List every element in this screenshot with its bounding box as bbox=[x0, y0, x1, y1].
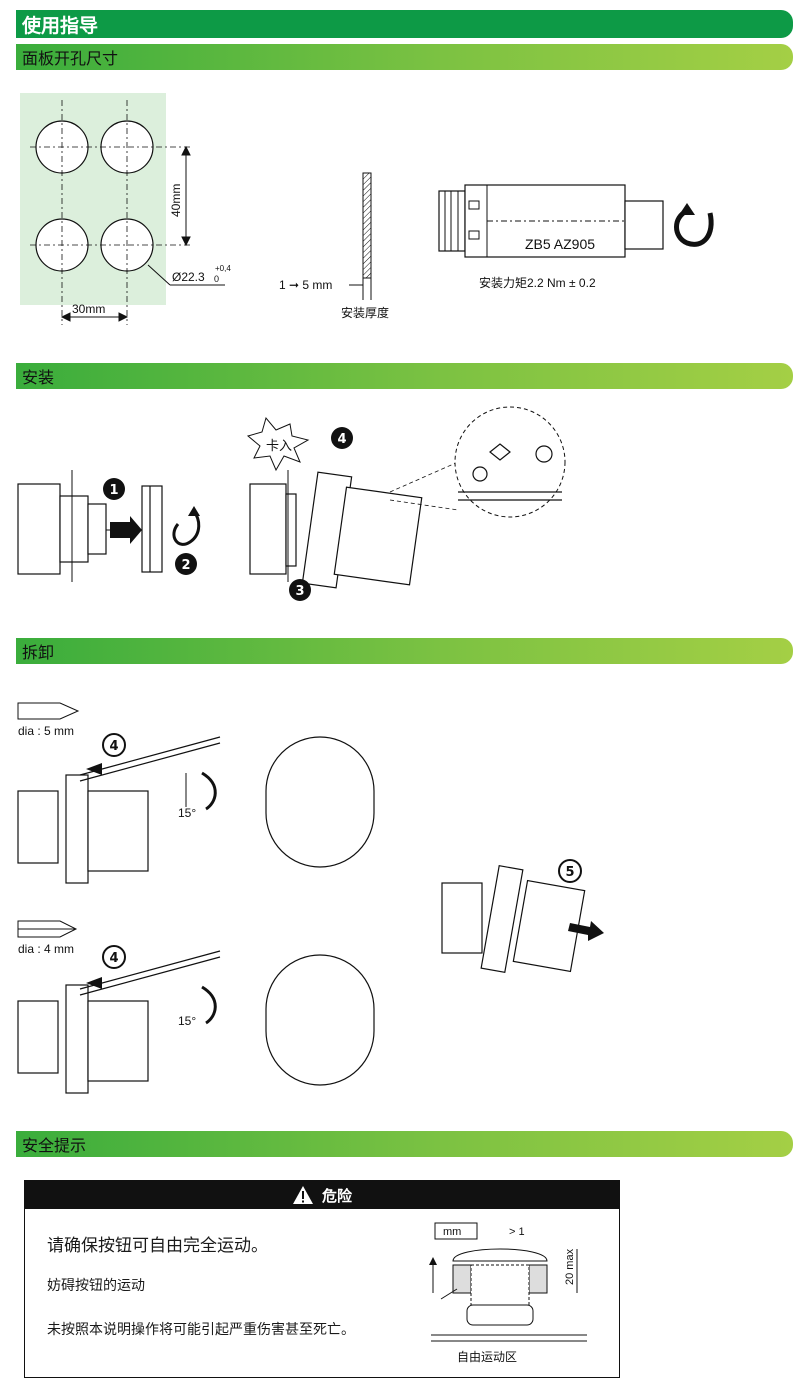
install-step-2: 2 bbox=[181, 558, 190, 573]
main-section-title: 使用指导 bbox=[16, 10, 793, 38]
panel-cutout-figure: 40mm 30mm Ø22.3 +0,4 0 bbox=[10, 85, 250, 335]
section-removal: 拆卸 bbox=[16, 638, 793, 664]
tolerance-lower: 0 bbox=[214, 274, 219, 284]
cross-tool-diameter: dia : 4 mm bbox=[18, 942, 74, 956]
danger-panel: 危险 请确保按钮可自由完全运动。 妨碍按钮的运动 未按照本说明操作将可能引起严重… bbox=[24, 1180, 620, 1378]
danger-line-3: 未按照本说明操作将可能引起严重伤害甚至死亡。 bbox=[47, 1322, 355, 1338]
dim-horizontal-label: 30mm bbox=[72, 302, 105, 316]
unit-box-label: mm bbox=[443, 1226, 461, 1238]
removal-step-4-bottom: 4 bbox=[109, 951, 118, 966]
install-step-4: 4 bbox=[337, 432, 346, 447]
mounting-tool-figure: ZB5 AZ905 安装力矩2.2 Nm ± 0.2 bbox=[425, 175, 725, 300]
removal-step-5: 5 bbox=[565, 865, 574, 880]
install-figure: 1 2 卡入 4 3 bbox=[10, 400, 590, 610]
tool-code-label: ZB5 AZ905 bbox=[525, 236, 595, 252]
torque-label: 安装力矩2.2 Nm ± 0.2 bbox=[479, 275, 596, 290]
section-install: 安装 bbox=[16, 363, 793, 389]
free-zone-label: 自由运动区 bbox=[457, 1350, 517, 1364]
warning-triangle-icon bbox=[292, 1186, 313, 1204]
danger-line-1: 请确保按钮可自由完全运动。 bbox=[47, 1236, 268, 1256]
free-movement-figure: mm > 1 20 max 自由运动区 bbox=[417, 1219, 607, 1373]
install-step-1: 1 bbox=[109, 483, 118, 498]
section-safety: 安全提示 bbox=[16, 1131, 793, 1157]
removal-figure: dia : 5 mm 4 15° dia : 4 mm 4 15° bbox=[10, 695, 630, 1095]
panel-thickness-figure: 1 ➞ 5 mm 安装厚度 bbox=[275, 165, 415, 325]
removal-step-4-top: 4 bbox=[109, 739, 118, 754]
install-step-3: 3 bbox=[295, 584, 304, 599]
danger-title: 危险 bbox=[321, 1186, 352, 1205]
danger-header: 危险 bbox=[25, 1181, 619, 1209]
tolerance-upper: +0,4 bbox=[215, 264, 231, 273]
danger-line-2: 妨碍按钮的运动 bbox=[47, 1278, 145, 1294]
dim-vertical-label: 40mm bbox=[169, 184, 183, 217]
height-max-label: 20 max bbox=[564, 1248, 576, 1285]
gap-label: > 1 bbox=[509, 1226, 525, 1238]
snap-label: 卡入 bbox=[266, 438, 292, 453]
thickness-label: 安装厚度 bbox=[341, 305, 389, 320]
angle-top-label: 15° bbox=[178, 806, 196, 820]
angle-bottom-label: 15° bbox=[178, 1014, 196, 1028]
section-panel-cutout: 面板开孔尺寸 bbox=[16, 44, 793, 70]
thickness-range-label: 1 ➞ 5 mm bbox=[279, 278, 332, 292]
flat-tool-diameter: dia : 5 mm bbox=[18, 724, 74, 738]
hole-diameter-label: Ø22.3 bbox=[172, 270, 205, 284]
